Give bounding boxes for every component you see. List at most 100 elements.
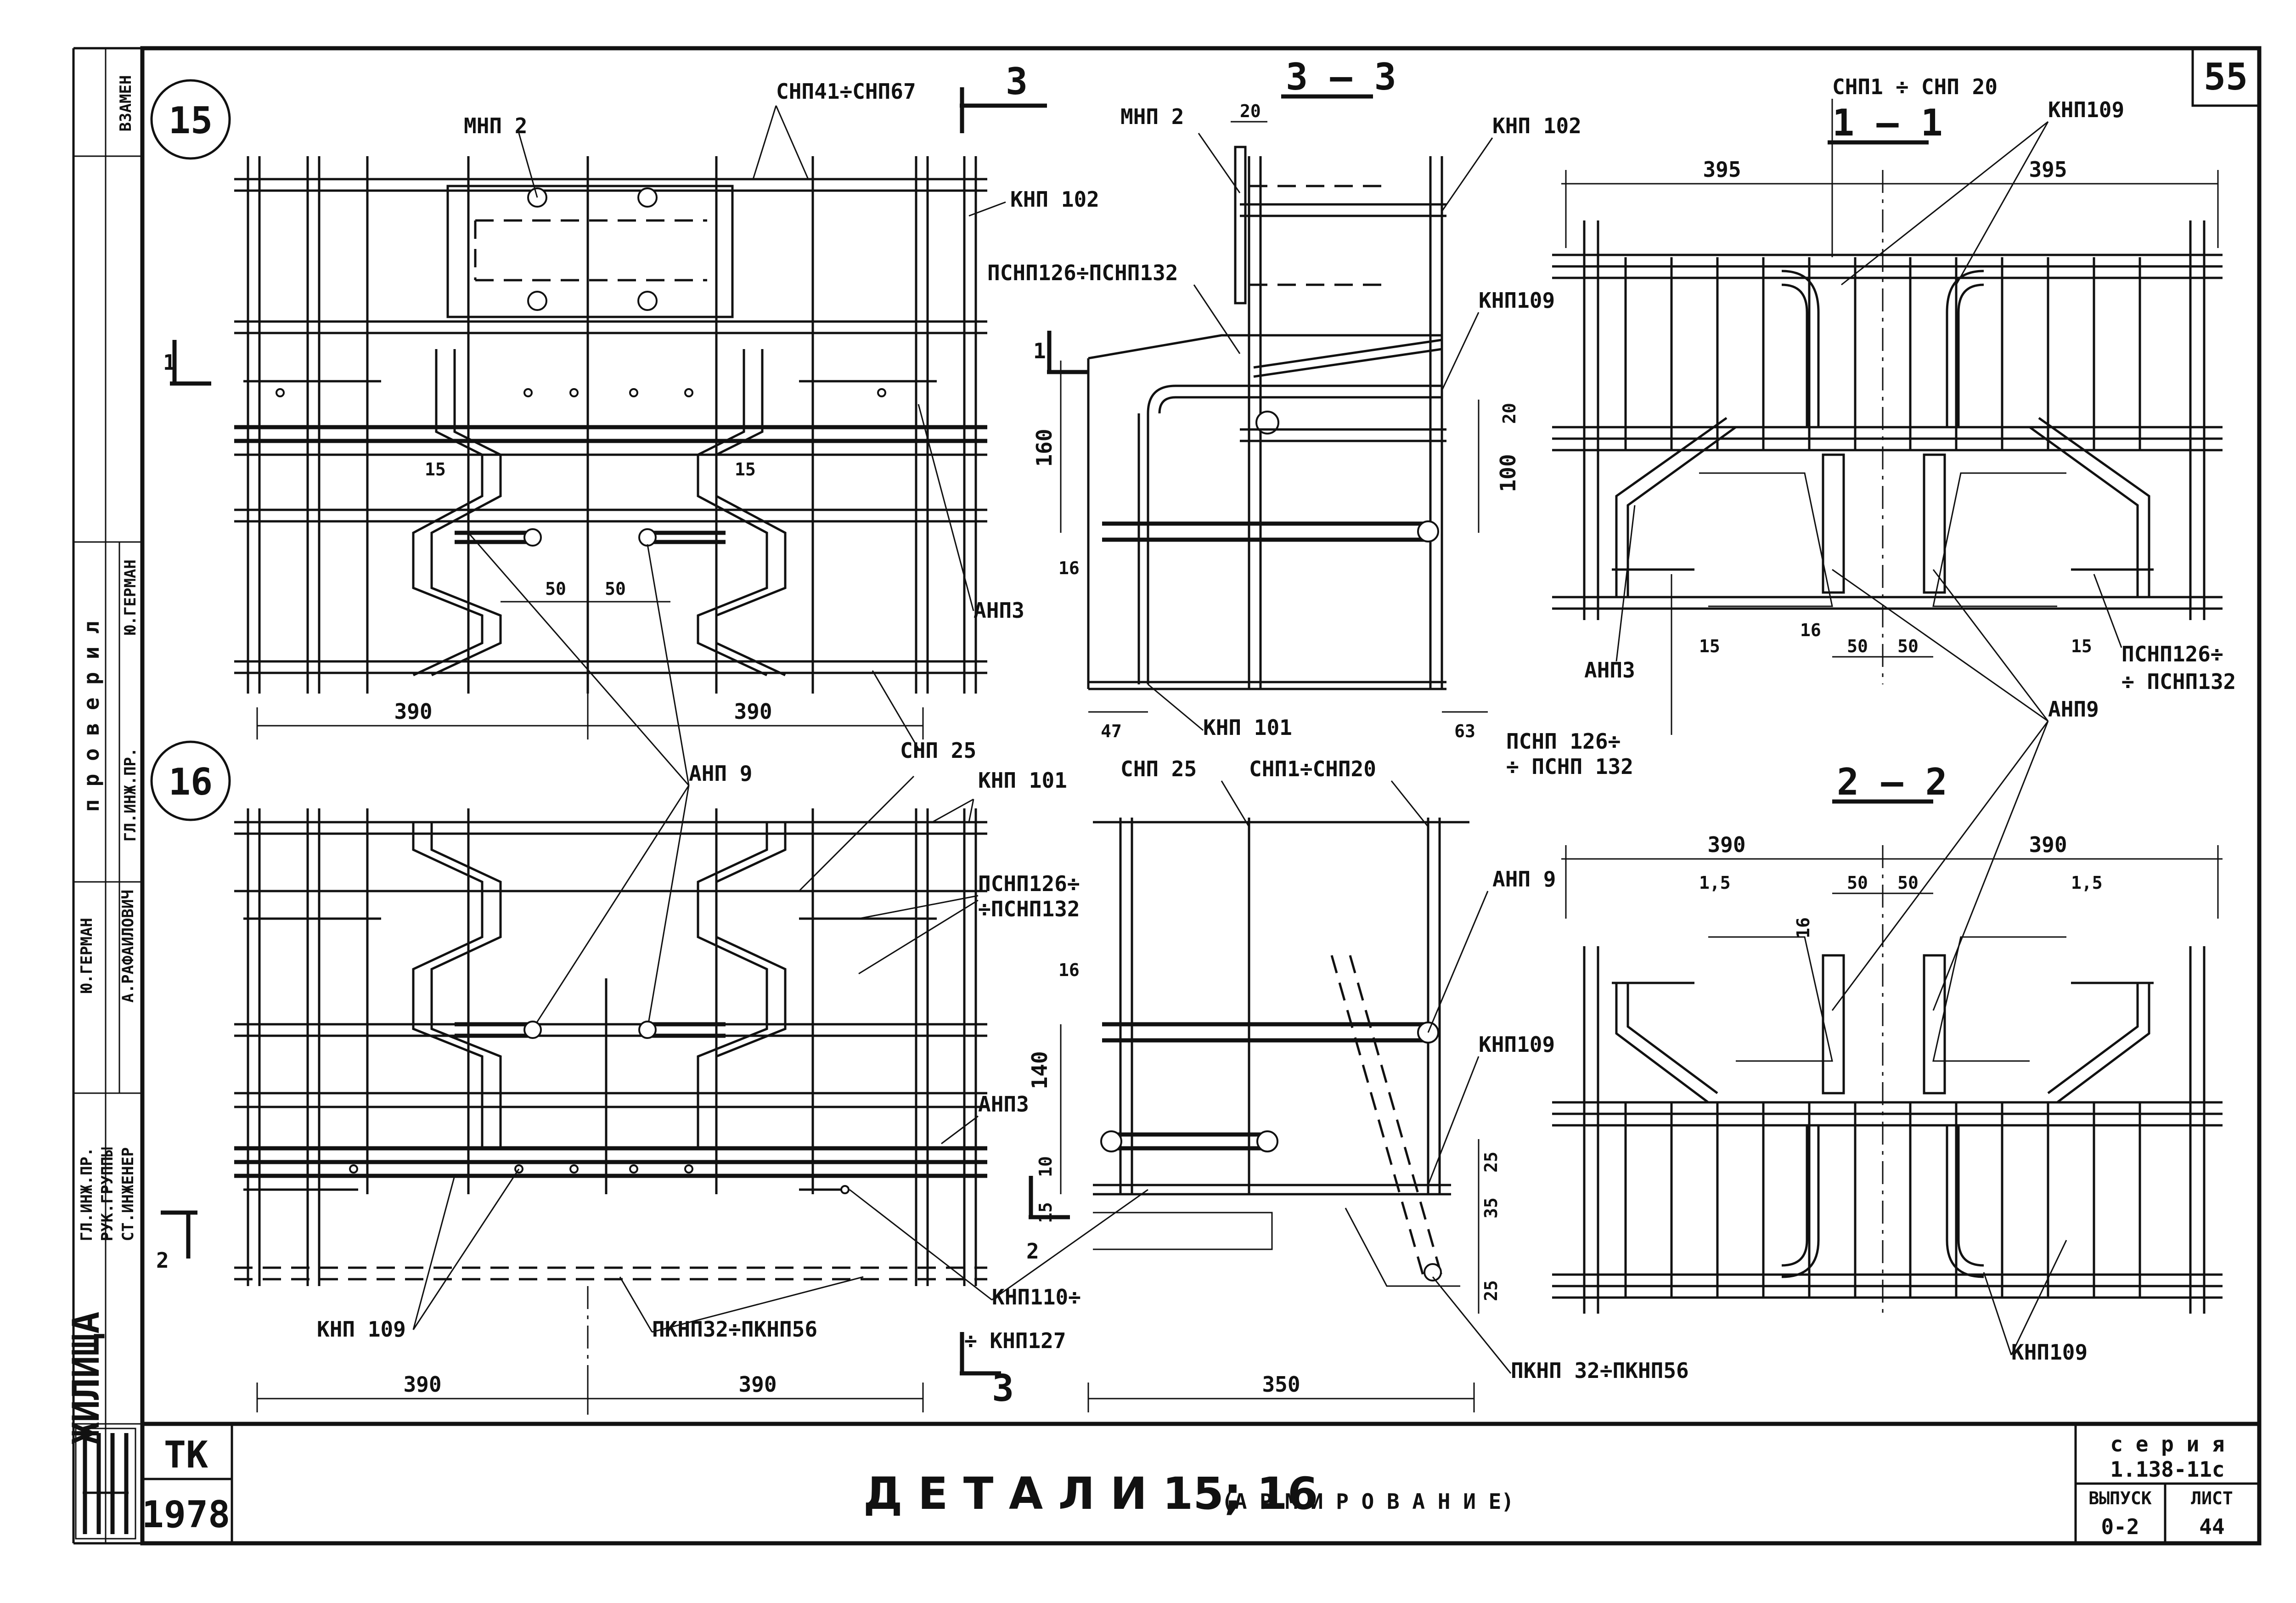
d15-dim-right: 390 xyxy=(734,699,772,724)
s33-dim-47: 47 xyxy=(1101,721,1122,741)
d15-dim-15a: 15 xyxy=(425,459,446,480)
d16-label-pcnp126: ПСНП126÷ xyxy=(978,871,1080,896)
s33l-dim-25a: 25 xyxy=(1481,1151,1501,1173)
section-3-3: 3 — 3 47 63 20 160 100 xyxy=(987,56,1581,741)
d15-dim-left: 390 xyxy=(394,699,432,724)
s33-label-knp102: КНП 102 xyxy=(1492,113,1581,138)
s22-dim-50a: 50 xyxy=(1847,873,1868,893)
sheet-frame xyxy=(72,46,2262,1546)
stamp-org-short: ЖИЛИЩА xyxy=(65,1312,107,1445)
anp9-shared: АНП 9 xyxy=(467,532,752,1029)
org-logo xyxy=(75,1428,136,1540)
d15-label-snp41-67: СНП41÷СНП67 xyxy=(776,79,916,104)
s11-label-pcnp132-right: ÷ ПСНП132 xyxy=(2122,669,2236,694)
s11-dim-50a: 50 xyxy=(1847,636,1868,656)
d16-label-anp3: АНП3 xyxy=(978,1092,1029,1117)
d15-label-snp25: СНП 25 xyxy=(900,738,976,763)
title-year: 1978 xyxy=(142,1493,231,1536)
s33-dim-100: 100 xyxy=(1496,454,1520,492)
s11-label-pcnp126: ПСНП 126÷ xyxy=(1506,729,1621,754)
detail-16: 16 xyxy=(150,740,1148,1415)
stamp-provereno: п р о в е р и л xyxy=(79,621,104,812)
sheet-value: 44 xyxy=(2199,1514,2224,1539)
d16-label-pknp32-56: ПКНП32÷ПКНП56 xyxy=(652,1317,817,1342)
d15-label-mnp2: МНП 2 xyxy=(464,113,527,138)
section-1-1-title: 1 — 1 xyxy=(1832,102,1943,144)
s22-dim-390-right: 390 xyxy=(2029,832,2067,857)
s11-label-knp109: КНП109 xyxy=(2048,97,2124,122)
cut-2-mark-left: 2 xyxy=(156,1248,169,1273)
s33-dim-160: 160 xyxy=(1032,429,1057,467)
title-tk: ТК xyxy=(164,1434,208,1476)
s33-label-mnp2: МНП 2 xyxy=(1120,104,1184,129)
shared-label-anp9: АНП 9 xyxy=(689,761,752,786)
d16-label-knp109: КНП 109 xyxy=(317,1317,406,1342)
s11-label-pcnp126-right: ПСНП126÷ xyxy=(2122,642,2223,666)
cut-3-mark-top: 3 xyxy=(1006,60,1028,103)
s33l-label-snp25: СНП 25 xyxy=(1120,756,1197,781)
title-sub: (А Р М И Р О В А Н И Е) xyxy=(1221,1489,1514,1514)
stamp-checker-role: ГЛ.ИНЖ.ПР. xyxy=(121,748,140,842)
s33-dim-63: 63 xyxy=(1454,721,1475,741)
stamp-checker-name: Ю.ГЕРМАН xyxy=(121,559,140,635)
stamp-row-role-3: СТ.ИНЖЕНЕР xyxy=(119,1147,137,1242)
s33l-label-anp9: АНП 9 xyxy=(1492,867,1556,892)
s11-label-pcnp132: ÷ ПСНП 132 xyxy=(1506,754,1633,779)
s22-dim-16: 16 xyxy=(1793,917,1813,938)
d16-label-knp101: КНП 101 xyxy=(978,768,1067,793)
stamp-row-name-1: Ю.ГЕРМАН xyxy=(78,918,96,993)
section-3-3-title: 3 — 3 xyxy=(1286,56,1396,98)
s33-dim-20-right: 20 xyxy=(1499,403,1519,424)
sheet-number: 55 xyxy=(2204,56,2248,98)
s33l-dim-10: 10 xyxy=(1035,1156,1056,1177)
s11-label-anp3: АНП3 xyxy=(1584,658,1635,683)
stamp-vzamen: ВЗАМЕН xyxy=(117,75,135,132)
d15-label-anp3: АНП3 xyxy=(974,598,1024,623)
d16-label-knp110: КНП110÷ xyxy=(992,1285,1081,1309)
title-main: Д Е Т А Л И 15; 16 xyxy=(863,1468,1318,1519)
d15-label-knp102: КНП 102 xyxy=(1010,187,1099,212)
section-2-2: 2 — 2 390 390 50 50 1,5 1,5 16 xyxy=(1552,761,2223,1365)
series-label: с е р и я xyxy=(2110,1432,2224,1456)
s11-dim-395-right: 395 xyxy=(2029,157,2067,182)
section-1-1: 1 — 1 395 395 xyxy=(1506,74,2236,1011)
s22-dim-1-5b: 1,5 xyxy=(2071,873,2103,893)
title-block: ТК 1978 Д Е Т А Л И 15; 16 (А Р М И Р О … xyxy=(142,1422,2259,1543)
s33-cut-1: 1 xyxy=(1033,339,1046,363)
s33l-dim-15: 15 xyxy=(1035,1202,1056,1223)
stamp-row-role-1: ГЛ.ИНЖ.ПР. xyxy=(78,1147,96,1242)
s11-dim-395-left: 395 xyxy=(1703,157,1741,182)
s33l-label-pknp32-56: ПКНП 32÷ПКНП56 xyxy=(1511,1358,1689,1383)
s33l-dim-140: 140 xyxy=(1027,1051,1052,1089)
s33l-dim-350: 350 xyxy=(1262,1372,1300,1397)
d15-dim-50a: 50 xyxy=(545,579,566,599)
s33-label-pcnp126-132: ПСНП126÷ПСНП132 xyxy=(987,260,1178,285)
s33l-dim-16: 16 xyxy=(1058,960,1080,980)
s33l-dim-35: 35 xyxy=(1481,1197,1501,1219)
d16-dim-right: 390 xyxy=(738,1372,777,1397)
s33-label-knp101: КНП 101 xyxy=(1203,715,1292,740)
s11-dim-15a: 15 xyxy=(1699,636,1720,656)
s33l-dim-25b: 25 xyxy=(1481,1280,1501,1301)
s11-dim-16: 16 xyxy=(1800,620,1821,640)
s33-dim-16: 16 xyxy=(1058,558,1080,578)
s11-label-snp1-20: СНП1 ÷ СНП 20 xyxy=(1832,74,1998,99)
s33l-label-snp1-20: СНП1÷СНП20 xyxy=(1249,756,1376,781)
stamp: ВЗАМЕН п р о в е р и л Ю.ГЕРМАН ГЛ.ИНЖ.П… xyxy=(65,75,140,1540)
d15-dim-50b: 50 xyxy=(605,579,626,599)
d16-dim-left: 390 xyxy=(403,1372,441,1397)
detail-16-number: 16 xyxy=(169,761,213,803)
s33l-label-knp109: КНП109 xyxy=(1479,1032,1555,1057)
stamp-row-name-2: А.РАФАИЛОВИЧ xyxy=(119,890,137,1003)
section-3-3-lower: 350 140 10 15 16 25 35 25 2 СНП 25 СНП1÷… xyxy=(1026,756,1689,1412)
s22-dim-390-left: 390 xyxy=(1707,832,1745,857)
cut-1-mark: 1 xyxy=(163,350,176,375)
issue-label: ВЫПУСК xyxy=(2088,1488,2151,1508)
stamp-row-role-2: РУК.ГРУППЫ xyxy=(98,1147,117,1242)
detail-15: 15 xyxy=(150,60,1099,763)
s11-dim-15b: 15 xyxy=(2071,636,2092,656)
series-value: 1.138-11с xyxy=(2110,1457,2224,1482)
s22-label-knp109: КНП109 xyxy=(2011,1340,2088,1365)
s11-dim-50b: 50 xyxy=(1897,636,1919,656)
